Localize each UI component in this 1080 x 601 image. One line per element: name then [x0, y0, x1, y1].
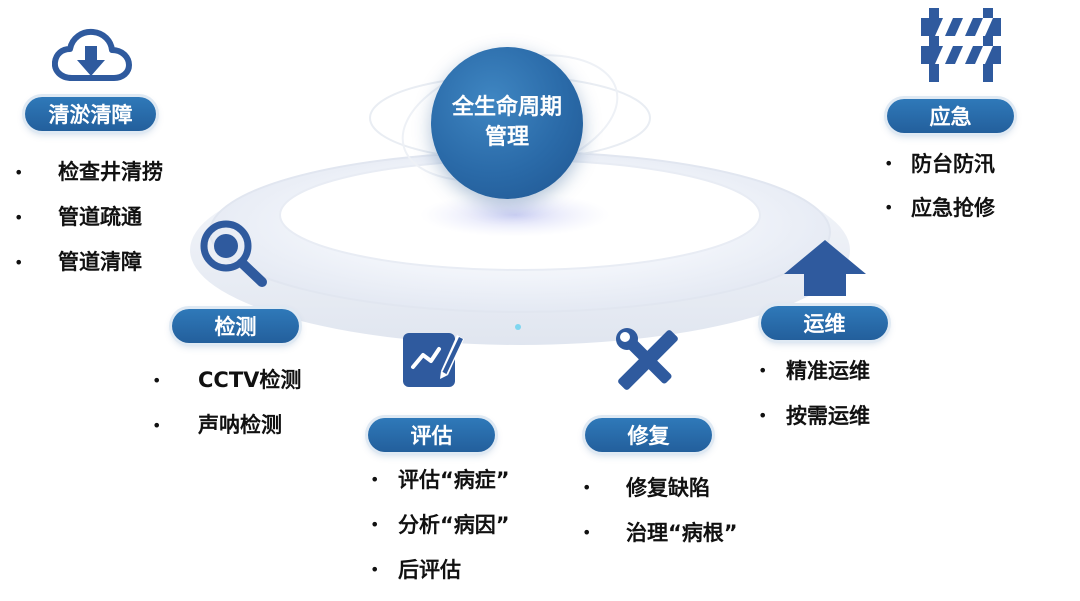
node-yingji-list: 防台防汛 应急抢修	[884, 148, 995, 236]
up-arrow-icon	[784, 240, 866, 296]
list-item: 声呐检测	[152, 409, 301, 454]
chart-edit-icon	[403, 333, 464, 387]
node-yunwei-pill: 运维	[761, 306, 888, 340]
list-item: 管道疏通	[14, 200, 163, 245]
list-item: 后评估	[370, 556, 510, 601]
node-xiufu-list: 修复缺陷 治理“病根”	[582, 473, 738, 563]
node-jiance-label: 检测	[214, 315, 257, 339]
node-yingji-pill: 应急	[887, 99, 1014, 133]
barrier-icon	[921, 8, 1001, 82]
list-item: 检查井清捞	[14, 155, 163, 200]
list-item: 评估“病症”	[370, 466, 510, 511]
node-pinggu-pill: 评估	[368, 418, 495, 452]
list-item: 分析“病因”	[370, 511, 510, 556]
center-circle: 全生命周期管理	[431, 47, 583, 199]
node-pinggu-list: 评估“病症” 分析“病因” 后评估	[370, 466, 510, 601]
node-qingyu-pill: 清淤清障	[25, 97, 156, 131]
node-qingyu-list: 检查井清捞 管道疏通 管道清障	[14, 155, 163, 290]
node-jiance-pill: 检测	[172, 309, 299, 343]
center-label: 全生命周期管理	[452, 95, 563, 150]
node-jiance-list: CCTV检测 声呐检测	[152, 364, 302, 454]
node-pinggu-label: 评估	[410, 424, 453, 448]
node-qingyu-label: 清淤清障	[48, 103, 133, 127]
list-item: CCTV检测	[152, 364, 302, 409]
node-xiufu-pill: 修复	[585, 418, 712, 452]
node-yunwei-list: 精准运维 按需运维	[758, 356, 870, 446]
node-yunwei-label: 运维	[803, 312, 846, 336]
list-item: 修复缺陷	[582, 473, 738, 518]
node-xiufu-label: 修复	[627, 424, 670, 448]
list-item: 精准运维	[758, 356, 870, 401]
list-item: 应急抢修	[884, 192, 995, 236]
node-yingji-label: 应急	[929, 105, 972, 129]
list-item: 治理“病根”	[582, 518, 737, 563]
list-item: 管道清障	[14, 245, 163, 290]
magnifier-icon	[200, 220, 267, 287]
wrench-screwdriver-icon	[616, 328, 678, 390]
list-item: 按需运维	[758, 401, 870, 446]
list-item: 防台防汛	[884, 148, 995, 192]
cloud-download-icon	[52, 28, 132, 81]
